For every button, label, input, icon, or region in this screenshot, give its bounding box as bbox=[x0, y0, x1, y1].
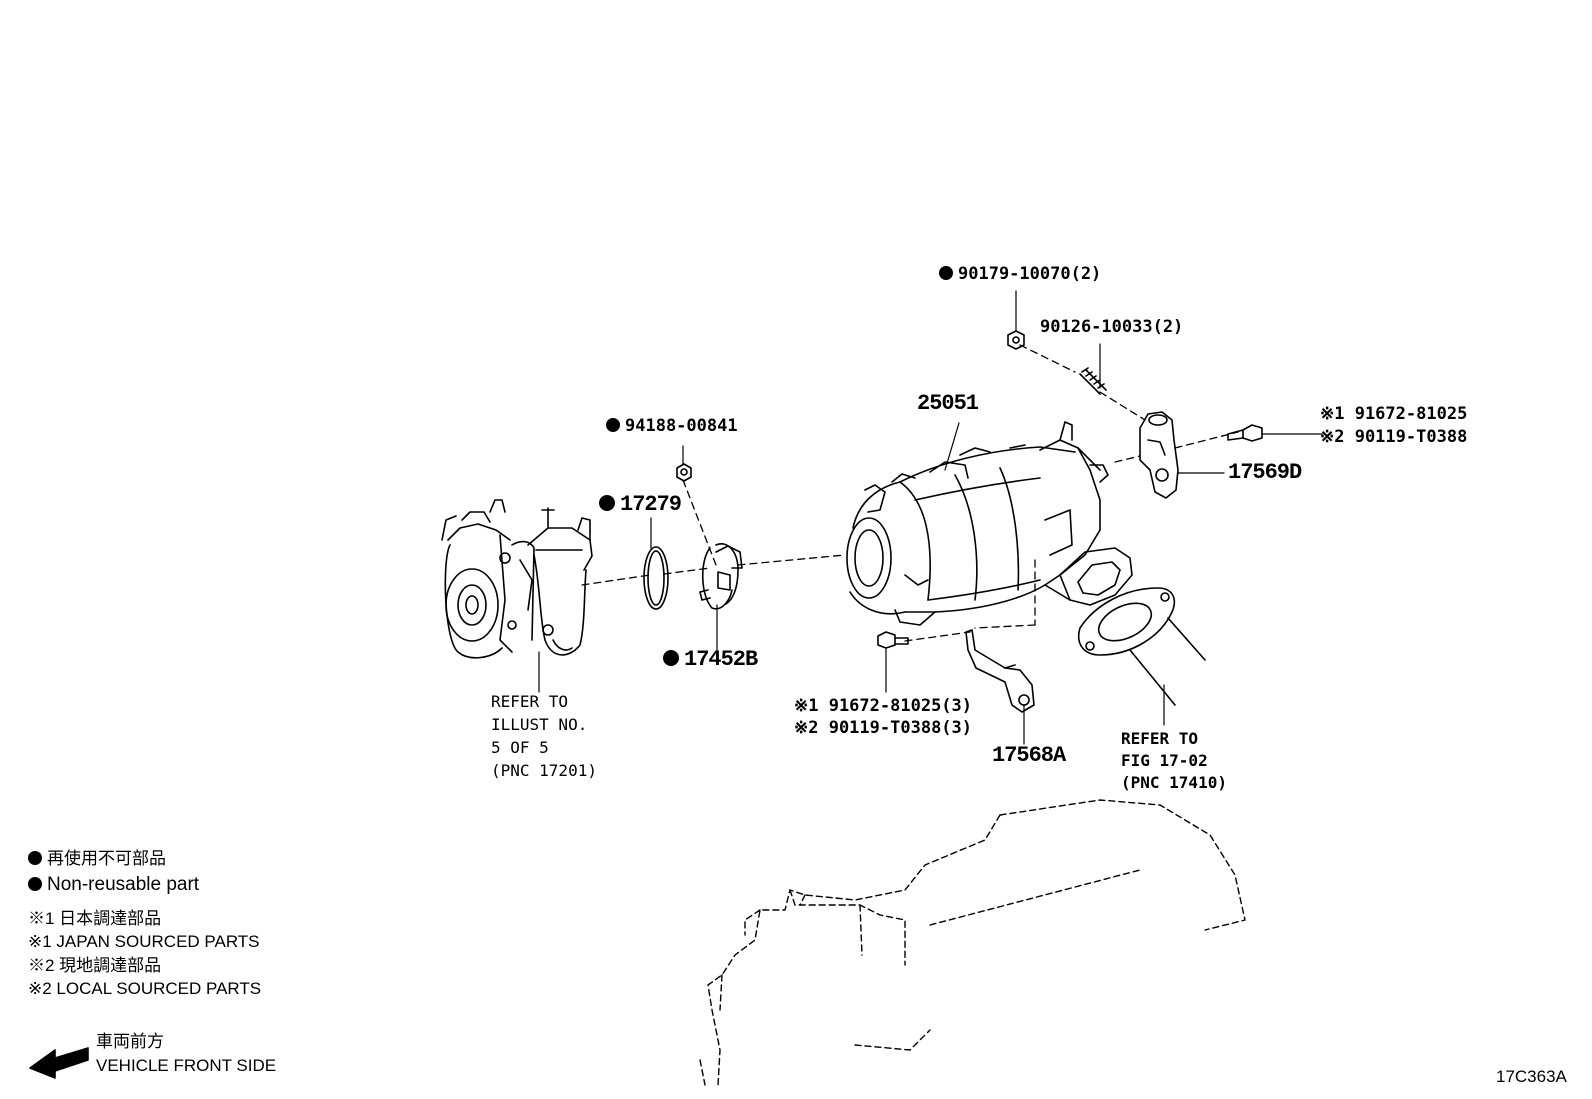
callout-bolt-bottom-2: ※2 90119-T0388(3) bbox=[794, 718, 973, 738]
stud-90126 bbox=[1079, 367, 1107, 395]
bracket-17568a bbox=[965, 629, 1035, 713]
flange-gasket bbox=[1078, 587, 1206, 706]
callout-bracket-17568a: 17568A bbox=[992, 743, 1066, 768]
gasket-ring-17279 bbox=[643, 546, 669, 610]
non-reusable-dot-icon bbox=[939, 266, 953, 280]
bolt-bottom bbox=[877, 631, 909, 649]
legend-local-jp: ※2 現地調達部品 bbox=[28, 956, 162, 975]
non-reusable-dot-icon bbox=[28, 877, 42, 891]
engine-outline bbox=[699, 799, 1246, 1086]
legend-nonreusable-jp: 再使用不可部品 bbox=[28, 850, 166, 867]
bolt-top-right bbox=[1227, 424, 1263, 442]
callout-stud-90126: 90126-10033(2) bbox=[1040, 317, 1184, 337]
front-direction-arrow-icon bbox=[29, 1047, 89, 1079]
nut-94188 bbox=[676, 463, 692, 482]
refer-turbo-note: REFER TO ILLUST NO. 5 OF 5 (PNC 17201) bbox=[491, 692, 597, 780]
catalytic-converter-25051 bbox=[846, 421, 1133, 626]
refer-fig-note: REFER TO FIG 17-02 (PNC 17410) bbox=[1121, 729, 1227, 792]
callout-bolt-top-right-2: ※2 90119-T0388 bbox=[1320, 427, 1468, 447]
callout-clamp-17452b: 17452B bbox=[663, 649, 758, 671]
leader-lines bbox=[538, 290, 1323, 745]
non-reusable-dot-icon bbox=[663, 650, 679, 666]
turbocharger-illustration bbox=[441, 499, 593, 659]
callout-nut-90179: 90179-10070(2) bbox=[939, 266, 1101, 283]
legend-local-en: ※2 LOCAL SOURCED PARTS bbox=[28, 979, 262, 998]
bracket-17569d bbox=[1139, 411, 1179, 499]
non-reusable-dot-icon bbox=[599, 495, 615, 511]
callout-nut-94188: 94188-00841 bbox=[606, 418, 738, 435]
legend-front-en: VEHICLE FRONT SIDE bbox=[96, 1056, 277, 1075]
callout-bolt-top-right-1: ※1 91672-81025 bbox=[1320, 404, 1468, 424]
figure-code: 17C363A bbox=[1496, 1067, 1567, 1086]
clamp-17452b bbox=[699, 543, 743, 610]
legend-nonreusable-en: Non-reusable part bbox=[28, 875, 199, 894]
legend-japan-jp: ※1 日本調達部品 bbox=[28, 909, 162, 928]
legend-front-jp: 車両前方 bbox=[96, 1032, 164, 1051]
callout-ring-17279: 17279 bbox=[599, 494, 682, 516]
callout-bracket-17569d: 17569D bbox=[1228, 460, 1302, 485]
callout-bolt-bottom-1: ※1 91672-81025(3) bbox=[794, 696, 973, 716]
non-reusable-dot-icon bbox=[28, 851, 42, 865]
non-reusable-dot-icon bbox=[606, 418, 620, 432]
legend-japan-en: ※1 JAPAN SOURCED PARTS bbox=[28, 932, 260, 951]
nut-90179 bbox=[1007, 330, 1025, 350]
callout-converter-25051: 25051 bbox=[917, 391, 979, 416]
